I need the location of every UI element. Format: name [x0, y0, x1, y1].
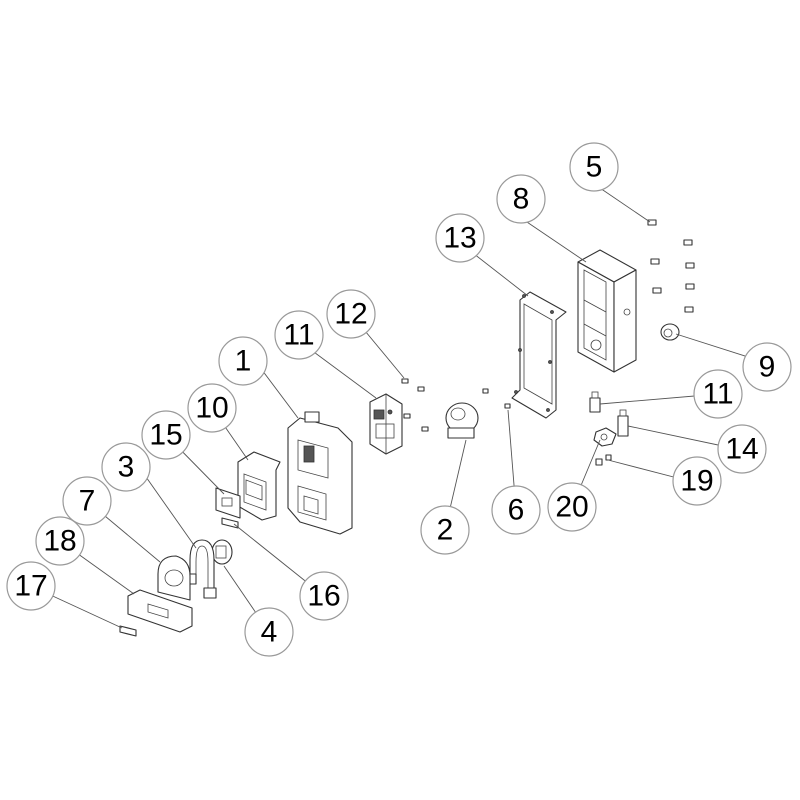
callout-11-left: 11 — [274, 310, 324, 360]
svg-text:20: 20 — [555, 491, 588, 524]
part-small-label — [221, 517, 239, 529]
svg-text:13: 13 — [443, 222, 476, 255]
callout-9: 9 — [742, 342, 792, 392]
part-clamp-bracket — [157, 555, 191, 601]
svg-text:11: 11 — [702, 378, 733, 411]
part-screws-6 — [482, 388, 511, 409]
callout-16: 16 — [299, 571, 349, 621]
callout-17: 17 — [6, 561, 56, 611]
callout-6: 6 — [491, 485, 541, 535]
svg-text:6: 6 — [508, 494, 525, 527]
part-enclosure-box — [577, 249, 637, 373]
svg-text:11: 11 — [283, 319, 314, 352]
part-small-plate — [119, 625, 137, 637]
part-base-clamp — [127, 589, 193, 633]
callout-8: 8 — [496, 174, 546, 224]
callout-3: 3 — [101, 442, 151, 492]
callout-13: 13 — [435, 213, 485, 263]
svg-text:10: 10 — [195, 392, 228, 425]
part-u-bolt — [185, 539, 217, 599]
svg-text:1: 1 — [235, 345, 252, 378]
callout-11-right: 11 — [693, 369, 743, 419]
part-cable-gland — [660, 323, 680, 341]
svg-text:15: 15 — [149, 419, 182, 452]
callout-20: 20 — [547, 482, 597, 532]
callout-12: 12 — [326, 289, 376, 339]
svg-text:7: 7 — [79, 485, 96, 518]
part-fitting — [589, 391, 601, 413]
svg-text:2: 2 — [437, 514, 454, 547]
svg-text:19: 19 — [680, 465, 713, 498]
part-gasket — [511, 291, 567, 419]
callout-15: 15 — [141, 410, 191, 460]
svg-text:9: 9 — [759, 351, 776, 384]
svg-text:12: 12 — [334, 298, 367, 331]
part-screws-5 — [647, 219, 695, 313]
part-knob — [211, 539, 233, 565]
callout-18: 18 — [35, 516, 85, 566]
part-valve — [593, 427, 617, 447]
svg-text:18: 18 — [43, 525, 76, 558]
svg-text:3: 3 — [118, 451, 135, 484]
callout-2: 2 — [420, 505, 470, 555]
callout-5: 5 — [569, 142, 619, 192]
part-actuator — [445, 402, 479, 439]
callout-7: 7 — [62, 476, 112, 526]
part-circuit-board — [369, 393, 403, 455]
part-main-housing — [287, 411, 353, 535]
part-label-plate — [215, 487, 241, 519]
svg-text:8: 8 — [513, 183, 530, 216]
callout-19: 19 — [672, 456, 722, 506]
svg-text:5: 5 — [586, 151, 603, 184]
svg-text:4: 4 — [261, 616, 278, 649]
callout-4: 4 — [244, 607, 294, 657]
callout-1: 1 — [218, 336, 268, 386]
svg-text:16: 16 — [307, 580, 340, 613]
part-cover — [237, 451, 281, 521]
part-connector — [617, 409, 629, 437]
svg-text:14: 14 — [725, 433, 758, 466]
svg-text:17: 17 — [14, 570, 47, 603]
callout-14: 14 — [717, 424, 767, 474]
callout-10: 10 — [187, 383, 237, 433]
part-screws-12 — [401, 378, 429, 432]
